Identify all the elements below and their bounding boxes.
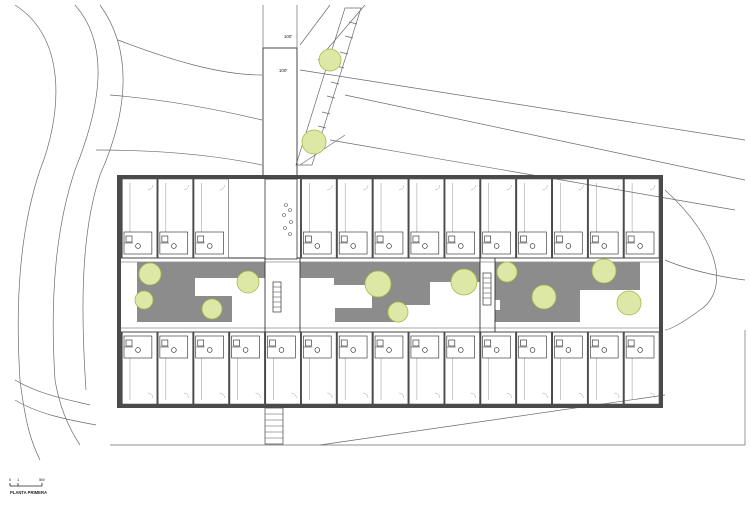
tree-icon bbox=[616, 290, 642, 316]
wc-icon bbox=[123, 335, 153, 359]
room-module bbox=[407, 178, 445, 259]
tree-icon bbox=[138, 262, 162, 286]
tree-icon bbox=[318, 48, 342, 72]
access-walkway bbox=[262, 5, 298, 177]
tree-icon bbox=[450, 268, 478, 296]
terrain-contours bbox=[14, 4, 263, 461]
room-module bbox=[156, 178, 194, 259]
wc-icon bbox=[303, 231, 332, 255]
wc-icon bbox=[267, 335, 296, 359]
wc-icon bbox=[338, 335, 368, 359]
room-module bbox=[192, 331, 229, 405]
scale-label-1: 1 bbox=[17, 477, 20, 482]
room-module bbox=[335, 178, 373, 259]
wc-icon bbox=[554, 231, 583, 255]
level-mark: 100' bbox=[284, 34, 293, 39]
wc-icon bbox=[482, 231, 511, 255]
wc-icon bbox=[159, 231, 189, 255]
room-module bbox=[443, 331, 480, 405]
room-module bbox=[551, 331, 588, 405]
parking-strip bbox=[295, 7, 362, 166]
drawing-title: PLANTA PRIMERA bbox=[10, 490, 47, 495]
scale-label-0: 0 bbox=[9, 477, 12, 482]
courtyard-dividers bbox=[264, 258, 496, 332]
room-module bbox=[156, 331, 194, 405]
room-module bbox=[300, 178, 337, 259]
room-module bbox=[371, 178, 409, 259]
room-row-north bbox=[120, 178, 660, 259]
tree-icon bbox=[364, 270, 392, 298]
tree-icon bbox=[201, 298, 223, 320]
scale-label-5m: 5M bbox=[39, 477, 45, 482]
room-module bbox=[586, 331, 624, 405]
wc-icon bbox=[303, 335, 332, 359]
stair-icon bbox=[264, 407, 284, 445]
wc-icon bbox=[625, 231, 655, 255]
room-module bbox=[622, 331, 660, 405]
tree-icon bbox=[301, 129, 327, 155]
wc-icon bbox=[625, 335, 655, 359]
scale-bar bbox=[9, 483, 43, 487]
wc-icon bbox=[589, 335, 619, 359]
wc-icon bbox=[374, 335, 404, 359]
wc-icon bbox=[518, 231, 547, 255]
room-module bbox=[228, 331, 265, 405]
wc-icon bbox=[374, 231, 404, 255]
tree-icon bbox=[134, 290, 154, 310]
wc-icon bbox=[554, 335, 583, 359]
room-module bbox=[192, 178, 229, 259]
wc-icon bbox=[231, 335, 260, 359]
wc-icon bbox=[446, 335, 475, 359]
tree-icon bbox=[387, 301, 409, 323]
wc-icon bbox=[338, 231, 368, 255]
room-module bbox=[264, 331, 301, 405]
room-row-south bbox=[120, 331, 660, 405]
room-module bbox=[407, 331, 445, 405]
room-module bbox=[586, 178, 624, 259]
entrance-hall bbox=[264, 178, 298, 260]
bench-icon bbox=[482, 272, 492, 306]
wc-icon bbox=[195, 231, 224, 255]
room-module bbox=[622, 178, 660, 259]
wc-icon bbox=[446, 231, 475, 255]
wc-icon bbox=[589, 231, 619, 255]
wc-icon bbox=[410, 335, 440, 359]
room-module bbox=[515, 331, 552, 405]
room-module bbox=[479, 331, 516, 405]
room-module bbox=[443, 178, 480, 259]
tree-icon bbox=[531, 284, 557, 310]
wc-icon bbox=[410, 231, 440, 255]
room-module bbox=[335, 331, 373, 405]
bench-icon bbox=[272, 281, 282, 313]
wc-icon bbox=[195, 335, 224, 359]
wc-icon bbox=[482, 335, 511, 359]
wc-icon bbox=[518, 335, 547, 359]
room-module bbox=[515, 178, 552, 259]
terrain-lines-east bbox=[110, 4, 746, 446]
wc-icon bbox=[123, 231, 153, 255]
tree-icon bbox=[236, 270, 260, 294]
room-module bbox=[371, 331, 409, 405]
room-module bbox=[120, 331, 158, 405]
room-module bbox=[120, 178, 158, 259]
tree-icon bbox=[496, 261, 518, 283]
level-mark: 100' bbox=[279, 68, 288, 73]
room-module bbox=[300, 331, 337, 405]
room-module bbox=[551, 178, 588, 259]
wc-icon bbox=[159, 335, 189, 359]
tree-icon bbox=[591, 258, 617, 284]
room-module bbox=[479, 178, 516, 259]
